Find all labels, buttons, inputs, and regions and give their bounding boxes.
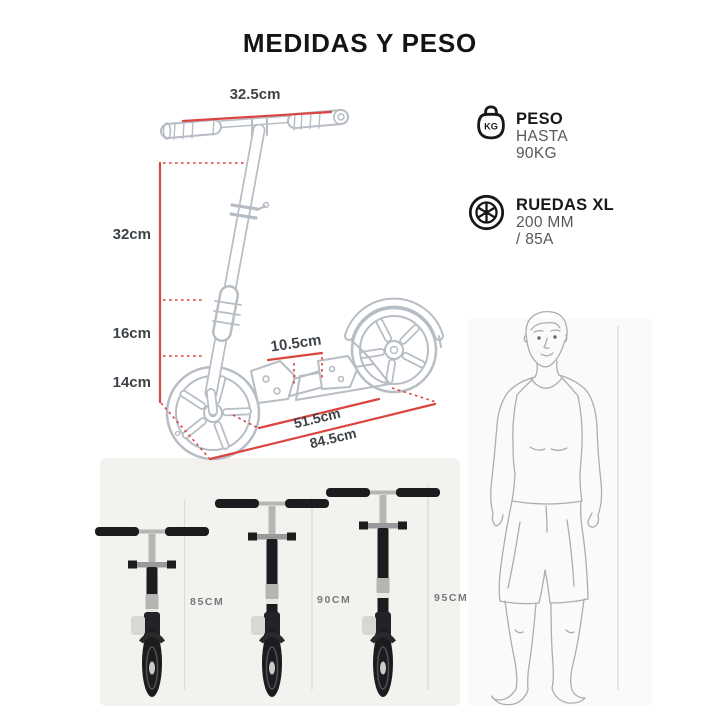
weight-spec-block: KG [474, 104, 508, 142]
height-option-90cm: 90CM [317, 594, 352, 606]
dimension-lines [158, 110, 437, 461]
mini-scooter-90cm [215, 499, 329, 697]
height-ruler-lines [183, 326, 619, 690]
stem-lower-label: 16cm [112, 325, 151, 342]
wheels-spec-line2: / 85A [516, 231, 554, 248]
kg-label: KG [484, 122, 498, 132]
wheels-spec-line1: 200 MM [516, 214, 574, 231]
person-photo-background [468, 318, 652, 706]
height-option-95cm: 95CM [434, 592, 469, 604]
weight-spec-line2: 90KG [516, 145, 557, 162]
mini-scooter-85cm [95, 527, 209, 697]
scooter-side-diagram [160, 109, 444, 461]
wheels-spec-block [468, 194, 505, 231]
handlebar-width-label: 32.5cm [229, 86, 281, 103]
weight-spec-line1: HASTA [516, 128, 569, 145]
wheel-height-label: 14cm [112, 374, 151, 391]
person-illustration [490, 310, 603, 706]
kettlebell-kg-icon: KG [477, 105, 505, 140]
wheel-spokes-icon [468, 194, 505, 231]
wheels-spec-title: RUEDAS XL [516, 196, 615, 214]
weight-spec-title: PESO [516, 110, 564, 128]
mini-scooter-95cm [326, 488, 440, 697]
stem-upper-label: 32cm [112, 226, 151, 243]
page-title: MEDIDAS Y PESO [242, 28, 478, 58]
height-option-85cm: 85CM [190, 596, 225, 608]
